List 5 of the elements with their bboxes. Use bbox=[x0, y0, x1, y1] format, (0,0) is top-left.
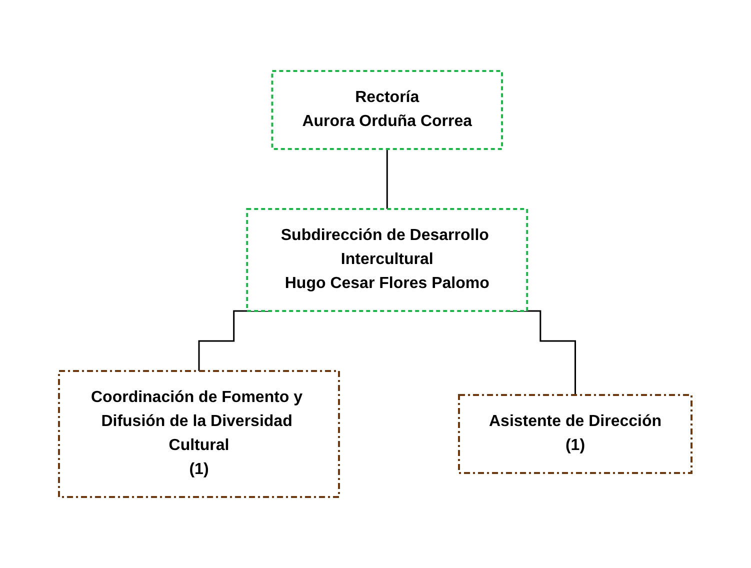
connector bbox=[386, 148, 388, 210]
node-box: Rectoría Aurora Orduña Correa bbox=[271, 70, 504, 150]
node-box: Asistente de Dirección (1) bbox=[458, 394, 693, 474]
node-box: Coordinación de Fomento y Difusión de la Diversidad Cultural (1) bbox=[58, 370, 340, 498]
node-box: Subdirección de Desarrollo Intercultural Hugo Cesar Flores Palomo bbox=[246, 208, 528, 312]
